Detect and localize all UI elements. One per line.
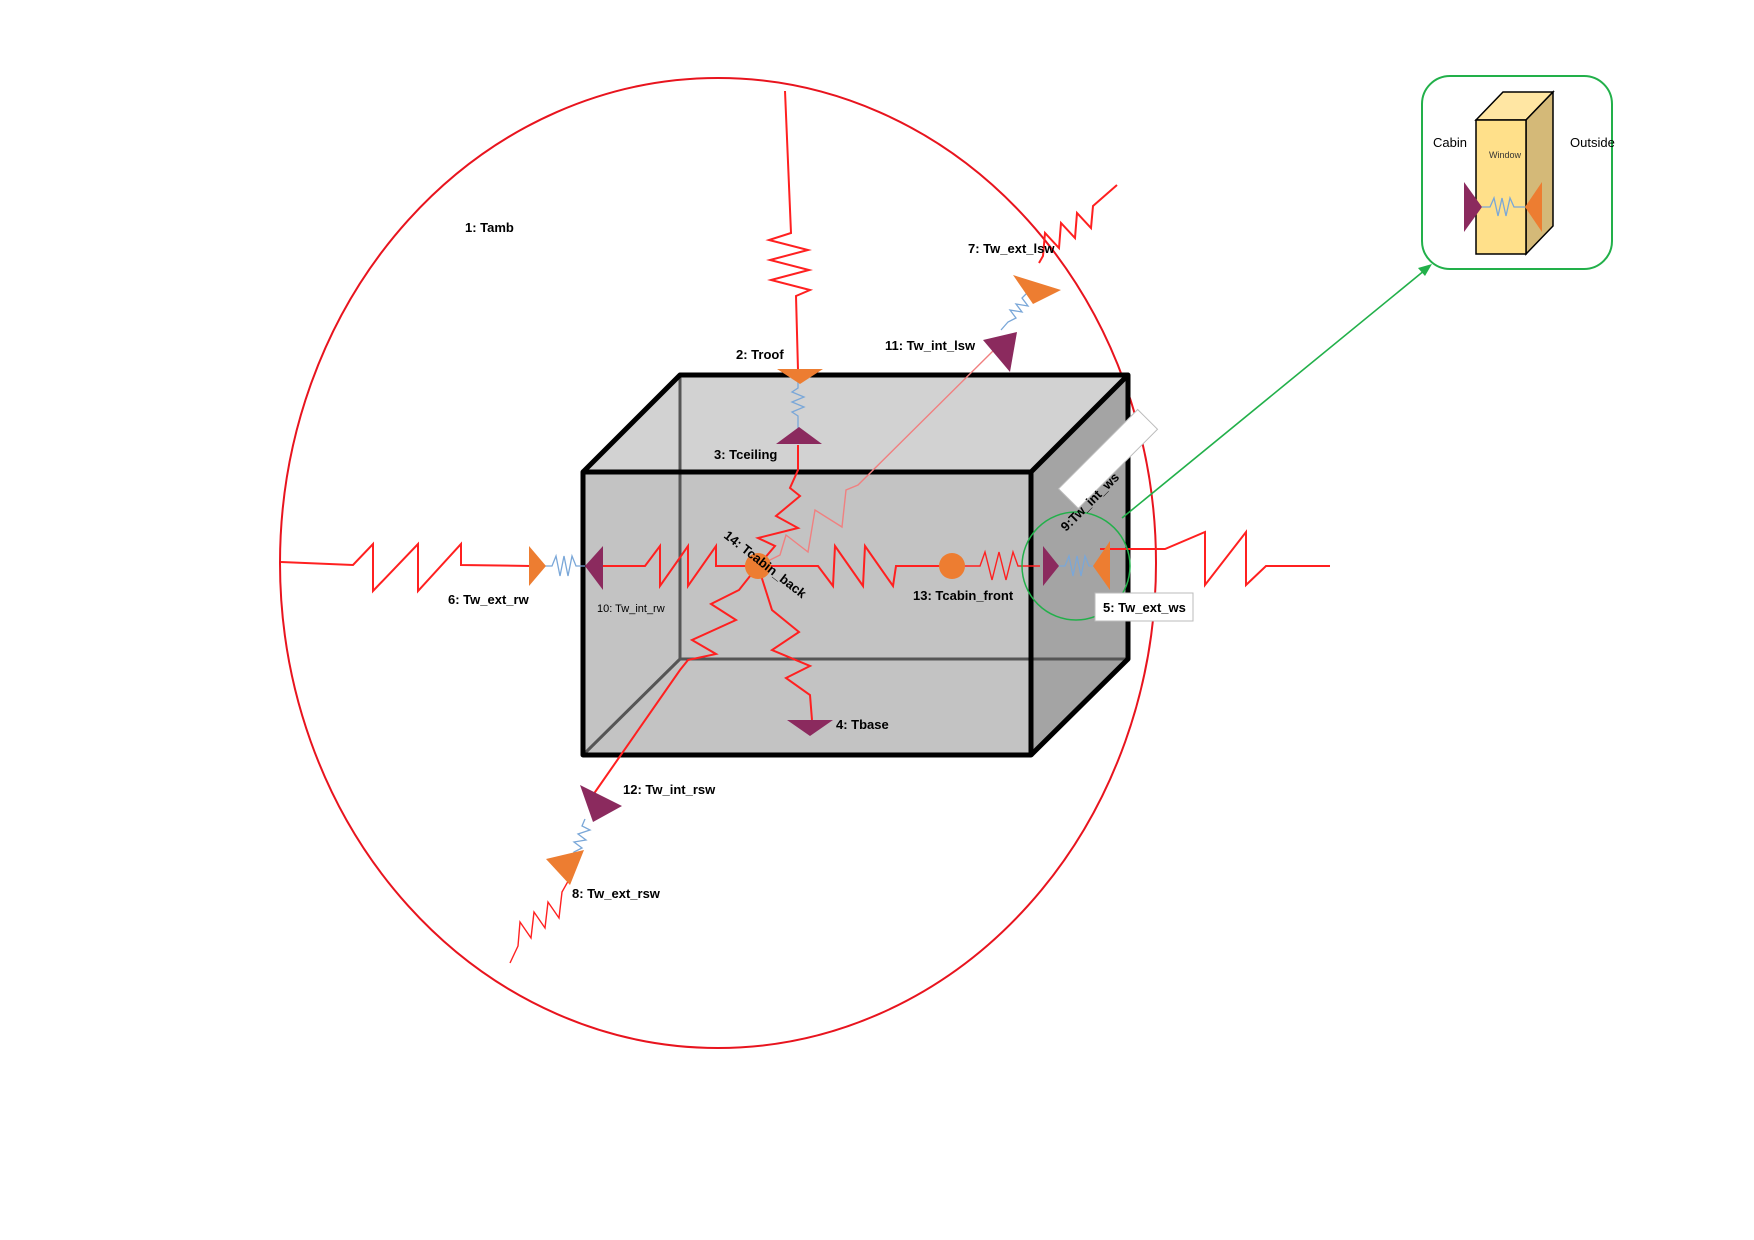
inset-conduction — [1482, 195, 1525, 217]
label-tw-int-rw: 10: Tw_int_rw — [597, 603, 665, 615]
conduction-rw — [545, 553, 585, 577]
window-inset — [1421, 75, 1613, 270]
label-tamb: 1: Tamb — [465, 220, 514, 235]
inset-label-window: Window — [1489, 150, 1522, 160]
node-tbase-marker — [787, 720, 833, 736]
label-tw-int-lsw: 11: Tw_int_lsw — [885, 338, 976, 353]
node-tw-ext-rw-marker — [529, 546, 546, 586]
node-tw-int-ws-marker — [1043, 546, 1059, 586]
tw-int-ws-label-box — [1057, 408, 1159, 510]
inset-label-cabin: Cabin — [1433, 135, 1467, 150]
callout-arrow — [1121, 269, 1426, 519]
resistor-back-base — [757, 565, 813, 721]
node-tw-ext-lsw-marker — [1013, 275, 1061, 304]
inset-ext-marker — [1525, 182, 1542, 232]
node-tcabin-front-marker — [939, 553, 965, 579]
resistor-amb-lsw — [1038, 184, 1118, 264]
inset-label-outside: Outside — [1570, 135, 1615, 150]
resistor-front-ws — [952, 549, 1040, 581]
resistor-back-ceiling — [755, 445, 802, 567]
node-tcabin-back-marker — [745, 553, 771, 579]
conduction-lsw — [1000, 292, 1030, 331]
node-tw-int-lsw-marker — [983, 332, 1017, 372]
label-tw-ext-rw: 6: Tw_ext_rw — [448, 592, 530, 607]
label-tw-ext-lsw: 7: Tw_ext_lsw — [968, 241, 1055, 256]
resistor-back-rsw — [592, 565, 759, 796]
label-tceiling: 3: Tceiling — [714, 447, 777, 462]
resistor-back-front — [758, 543, 952, 589]
resistor-amb-roof — [765, 90, 814, 371]
label-tw-ext-ws: 5: Tw_ext_ws — [1103, 600, 1186, 615]
node-tw-ext-rsw-marker — [546, 850, 584, 885]
node-tw-ext-ws-marker — [1093, 541, 1110, 590]
node-tw-int-rsw-marker — [580, 785, 622, 822]
tw-ext-ws-label-box — [1094, 592, 1194, 622]
conduction-rsw — [570, 818, 592, 859]
cabin-box — [580, 372, 1131, 758]
conduction-roof-ceiling — [790, 381, 806, 428]
node-tceiling-marker — [776, 427, 822, 444]
label-tw-int-rsw: 12: Tw_int_rsw — [623, 782, 716, 797]
resistor-back-lsw — [757, 348, 996, 567]
inset-int-marker — [1464, 182, 1482, 232]
resistor-amb-rsw — [509, 875, 572, 964]
ambient-boundary — [279, 77, 1157, 1049]
node-tw-int-rw-marker — [585, 546, 603, 590]
resistor-amb-rw — [280, 541, 532, 594]
window-pane — [1475, 119, 1527, 255]
label-tcabin-front: 13: Tcabin_front — [913, 588, 1014, 603]
conduction-ws — [1059, 553, 1093, 577]
callout-arrowhead — [1418, 264, 1432, 276]
label-tw-ext-rsw: 8: Tw_ext_rsw — [572, 886, 661, 901]
resistor-amb-ws — [1100, 529, 1330, 588]
node-troof-marker — [777, 369, 823, 384]
label-troof: 2: Troof — [736, 347, 784, 362]
windshield-zoom-circle — [1021, 511, 1131, 621]
resistor-back-rw — [592, 542, 758, 590]
label-tbase: 4: Tbase — [836, 717, 889, 732]
